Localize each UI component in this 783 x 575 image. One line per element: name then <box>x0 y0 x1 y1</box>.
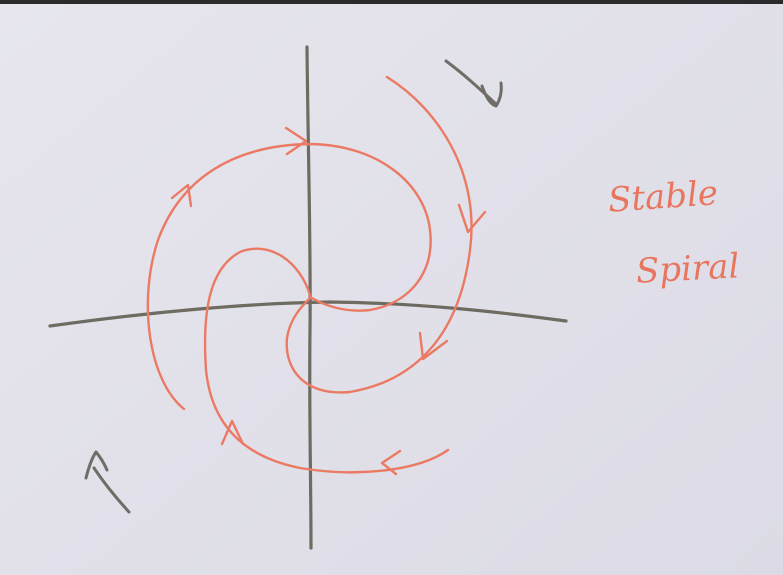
flow-arrow-down-right-icon <box>444 59 503 108</box>
flow-arrow-up-left-icon <box>84 450 131 514</box>
trajectory-arrowhead-icon <box>418 331 449 361</box>
window-top-edge <box>0 0 783 4</box>
trajectory-arrowhead-icon <box>457 203 487 234</box>
y-axis <box>305 45 313 550</box>
trajectory-arrowhead-icon <box>380 449 402 476</box>
diagram-title-line-2: Spiral <box>635 246 741 292</box>
trajectory-outer-right <box>285 75 473 394</box>
trajectory-outer-left <box>146 142 432 411</box>
trajectory-arrowhead-icon <box>170 183 193 208</box>
x-axis <box>48 300 568 328</box>
diagram-title-line-1: Stable <box>606 173 720 221</box>
trajectory-arrowhead-icon <box>284 126 308 156</box>
trajectory-arrowhead-icon <box>220 419 245 446</box>
trajectory-inner-left <box>203 247 450 474</box>
